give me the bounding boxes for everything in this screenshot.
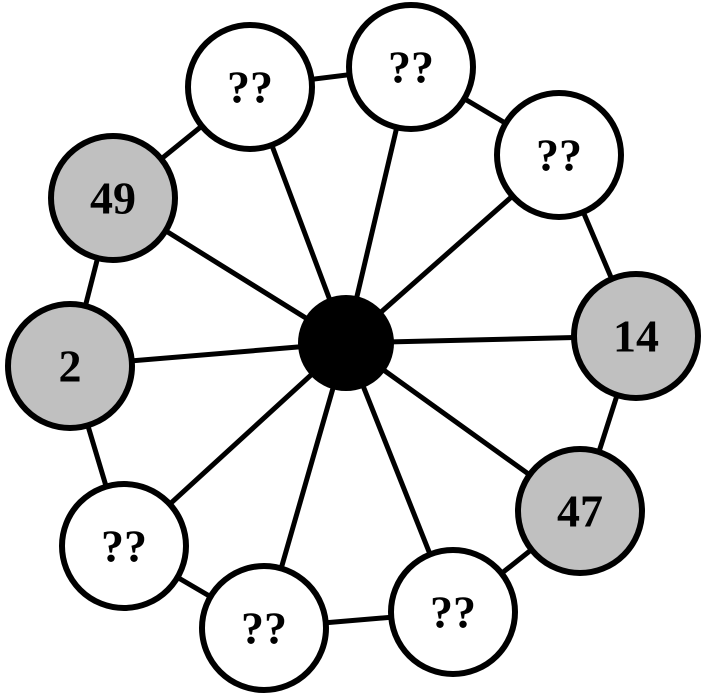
center-hub bbox=[298, 295, 394, 391]
node-label: 14 bbox=[613, 311, 659, 362]
node-label: ?? bbox=[388, 42, 434, 93]
node-label: ?? bbox=[241, 603, 287, 654]
given-number-node: 49 bbox=[48, 133, 178, 263]
node-circle bbox=[515, 446, 645, 576]
unknown-node: ?? bbox=[388, 547, 518, 677]
unknown-node: ?? bbox=[346, 2, 476, 132]
node-circle bbox=[494, 90, 624, 220]
given-number-node: 14 bbox=[571, 271, 701, 401]
node-label: ?? bbox=[227, 62, 273, 113]
node-circle bbox=[571, 271, 701, 401]
unknown-node: ?? bbox=[59, 481, 189, 611]
node-label: 2 bbox=[59, 341, 82, 392]
node-label: 47 bbox=[557, 486, 603, 537]
given-number-node: 47 bbox=[515, 446, 645, 576]
given-number-node: 2 bbox=[5, 301, 135, 431]
node-label: ?? bbox=[101, 521, 147, 572]
node-circle bbox=[199, 563, 329, 693]
unknown-node: ?? bbox=[494, 90, 624, 220]
unknown-node: ?? bbox=[199, 563, 329, 693]
unknown-node: ?? bbox=[185, 22, 315, 152]
node-label: ?? bbox=[536, 130, 582, 181]
node-circle bbox=[48, 133, 178, 263]
nodes: ?????? 14 47?????? 2 49 bbox=[5, 2, 701, 693]
node-circle bbox=[59, 481, 189, 611]
node-label: ?? bbox=[430, 587, 476, 638]
node-label: 49 bbox=[90, 173, 136, 224]
node-circle bbox=[185, 22, 315, 152]
node-circle bbox=[346, 2, 476, 132]
node-circle bbox=[388, 547, 518, 677]
node-circle bbox=[5, 301, 135, 431]
